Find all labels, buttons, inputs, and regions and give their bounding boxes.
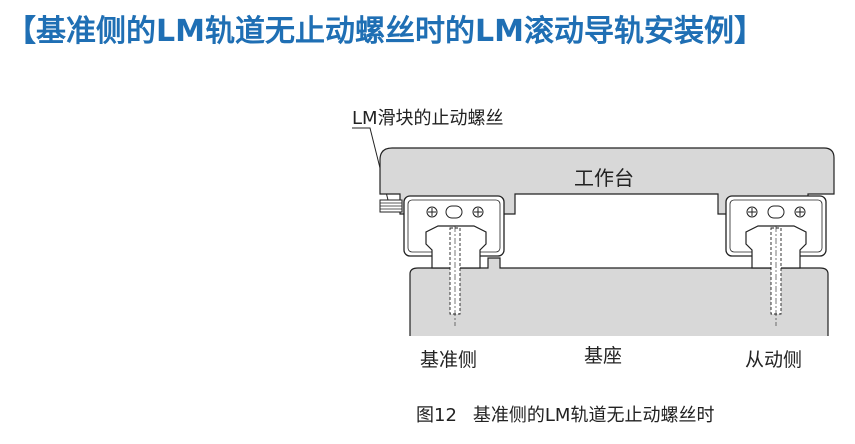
- left-lm-guide: [403, 195, 505, 326]
- reference-side-label: 基准侧: [420, 349, 478, 371]
- follower-side-label: 从动侧: [745, 349, 803, 371]
- stop-screw: [379, 199, 403, 213]
- stop-screw-label: LM滑块的止动螺丝: [352, 108, 504, 129]
- figure-caption: 图12 基准侧的LM轨道无止动螺丝时: [416, 401, 714, 427]
- figure-caption-text: 基准侧的LM轨道无止动螺丝时: [472, 405, 715, 426]
- page-title: 【基准侧的LM轨道无止动螺丝时的LM滚动导轨安装例】: [6, 14, 764, 49]
- right-lm-guide: [725, 195, 827, 326]
- figure-number: 图12: [416, 405, 457, 426]
- base-shape: [409, 257, 829, 336]
- table-label: 工作台: [574, 166, 634, 190]
- base-label: 基座: [584, 345, 623, 367]
